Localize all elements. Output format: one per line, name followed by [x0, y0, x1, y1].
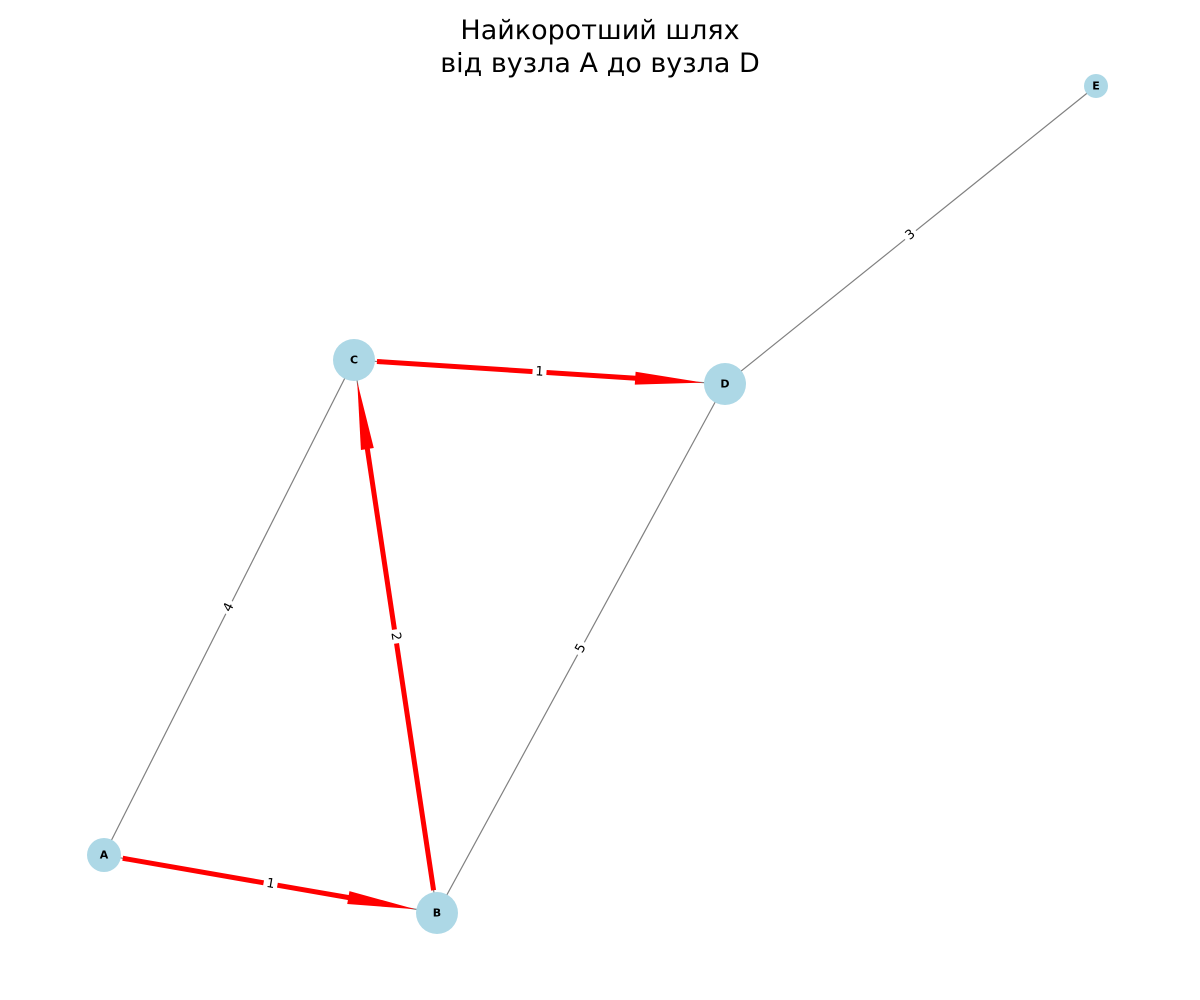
title-line-1: Найкоротший шлях	[460, 15, 740, 46]
edge-weight-bg-B-D	[570, 638, 592, 659]
path-arrowhead-C-D	[634, 371, 704, 385]
edge-weight-C-D: 1	[531, 363, 548, 381]
edge-labels-layer: 1 4 2 5 1 3	[218, 224, 921, 894]
path-arrowhead-A-B	[347, 891, 416, 910]
node-circle-D	[704, 363, 746, 405]
path-arrowhead-B-C	[357, 381, 374, 450]
edge-weight-bg-C-D	[531, 363, 548, 381]
path-arrow-A-B	[122, 855, 416, 910]
node-E[interactable]: E	[1084, 74, 1108, 98]
title-line-2: від вузла A до вузла D	[440, 48, 760, 79]
node-B[interactable]: B	[416, 892, 458, 934]
node-circle-A	[87, 838, 121, 872]
node-label-A: A	[100, 849, 109, 862]
node-circle-C	[333, 339, 375, 381]
path-arrow-C-D	[376, 358, 704, 385]
edge-weight-A-C: 4	[218, 597, 240, 618]
default-edges-layer	[103, 85, 1097, 914]
node-D[interactable]: D	[704, 363, 746, 405]
edge-weight-A-B: 1	[262, 874, 279, 894]
edge-weight-text-B-C: 2	[387, 631, 403, 641]
node-label-E: E	[1092, 80, 1100, 93]
edge-weight-text-C-D: 1	[535, 364, 544, 380]
node-label-B: B	[433, 907, 441, 920]
node-label-C: C	[350, 354, 358, 367]
edge-weight-bg-D-E	[900, 224, 921, 246]
path-shaft-B-C	[364, 446, 437, 891]
node-label-D: D	[720, 378, 729, 391]
edge-weight-bg-A-B	[262, 874, 279, 894]
path-edges-layer	[122, 358, 704, 910]
edge-weight-bg-B-C	[386, 628, 405, 645]
path-shaft-C-D	[376, 358, 638, 381]
node-A[interactable]: A	[87, 838, 121, 872]
edge-weight-B-D: 5	[570, 638, 592, 659]
diagram-title: Найкоротший шлях від вузла A до вузла D	[0, 14, 1200, 80]
path-arrow-B-C	[357, 381, 437, 891]
edge-weight-D-E: 3	[900, 224, 921, 246]
path-shaft-A-B	[122, 855, 351, 901]
nodes-layer: A B C D E	[87, 74, 1108, 934]
edge-weight-bg-A-C	[218, 597, 240, 618]
node-circle-E	[1084, 74, 1108, 98]
edge-weight-B-C: 2	[386, 628, 405, 645]
node-C[interactable]: C	[333, 339, 375, 381]
edge-weight-text-A-B: 1	[265, 876, 276, 892]
node-circle-B	[416, 892, 458, 934]
